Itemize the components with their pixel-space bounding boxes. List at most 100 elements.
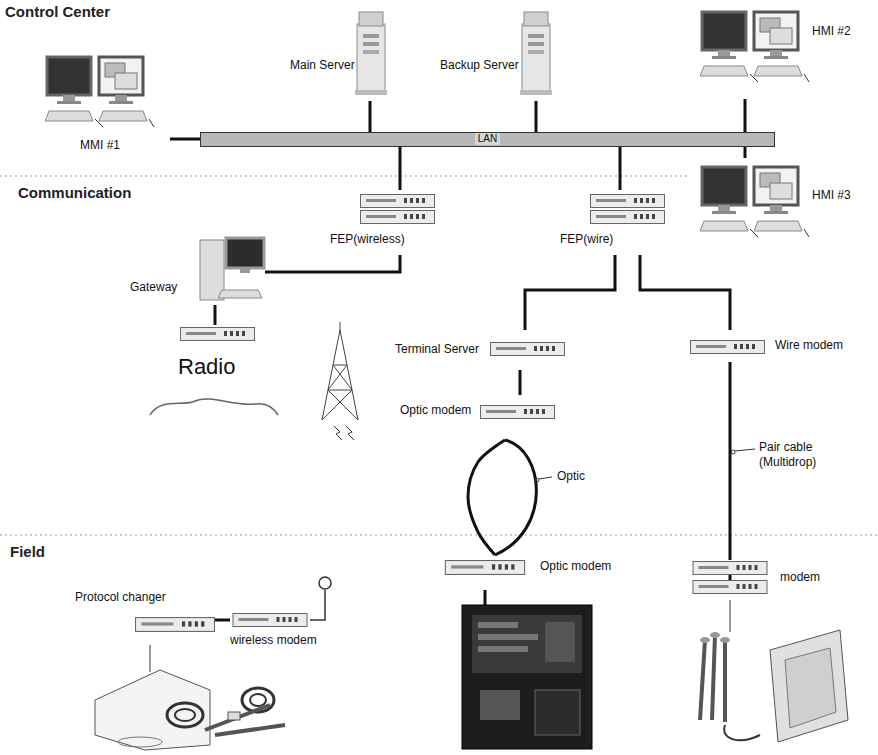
cable-label: Optic: [555, 469, 587, 484]
device-label: wireless modem: [230, 633, 317, 648]
insulator: [700, 637, 710, 643]
workstation-icon: [45, 57, 154, 127]
cable-line: [369, 101, 372, 132]
section-label: Field: [10, 543, 45, 560]
wire: [150, 645, 151, 672]
gateway-pc: [200, 238, 264, 300]
cabinet-body: [770, 630, 848, 742]
cable-line: [744, 99, 747, 132]
server-icon: [355, 12, 387, 95]
device-label: Radio: [178, 359, 235, 374]
device-node: Main Server: [290, 6, 390, 101]
wireless-modem-icon: [233, 614, 307, 627]
device-node: Backup Server: [440, 6, 552, 101]
cabinet-door: [785, 648, 836, 728]
device-label: Optic modem: [540, 559, 611, 574]
device-label: FEP(wire): [560, 232, 613, 247]
device-label: Main Server: [290, 58, 355, 73]
server-icon: [520, 12, 552, 95]
leader-dot: [731, 450, 735, 454]
tag: [228, 712, 240, 720]
cable: [724, 725, 760, 740]
modem-icon: [445, 561, 524, 575]
cable-coil: [167, 703, 203, 727]
device-label: Wire modem: [775, 338, 843, 353]
wire: [729, 575, 732, 580]
device-label: MMI #1: [80, 138, 120, 153]
terminal-server-icon: [491, 343, 565, 356]
device-node: HMI #3: [700, 158, 875, 248]
workstation-icon: [700, 12, 809, 82]
bushing: [700, 635, 725, 722]
protocol-changer-icon: [136, 618, 215, 632]
optic-loop: [495, 440, 536, 555]
device-label: HMI #2: [812, 24, 851, 39]
pc-monitor: [226, 238, 264, 268]
section-divider: [0, 535, 878, 536]
pc-tower: [200, 240, 224, 300]
leader-dot: [535, 478, 539, 482]
fep-icon: [591, 195, 665, 208]
panel-row: [478, 622, 518, 628]
cable-line: [535, 101, 538, 132]
insulator: [720, 637, 730, 643]
device-node: Gateway: [100, 235, 265, 305]
cable-coil: [175, 709, 195, 721]
panel-block: [535, 690, 580, 735]
device-node: modem: [690, 560, 830, 600]
device-label: modem: [780, 570, 820, 585]
cable-line: [619, 147, 622, 190]
cable-line: [214, 305, 217, 325]
cable: [205, 705, 285, 735]
wire: [730, 600, 731, 632]
device-node: wireless modem: [230, 605, 340, 650]
modem-icon: [691, 341, 765, 354]
cable-line: [170, 138, 200, 141]
cable-label: Pair cable (Multidrop): [757, 440, 853, 470]
panel-block: [545, 622, 575, 662]
insulator: [710, 632, 720, 638]
device-label: Optic modem: [400, 403, 471, 418]
modem-icon: [693, 562, 767, 575]
radio-device: [181, 328, 255, 341]
meter-body: [95, 670, 210, 750]
fep-icon: [361, 211, 435, 224]
device-node: MMI #1: [40, 50, 170, 160]
device-node: HMI #2: [700, 4, 875, 99]
workstation-icon: [700, 167, 809, 237]
device-node: Terminal Server: [395, 330, 565, 370]
cabinet-panel: [472, 615, 582, 673]
modem-icon: [693, 581, 767, 594]
radio-tower: [322, 322, 358, 440]
cable-coil: [250, 694, 266, 706]
device-node: Optic modem: [440, 555, 640, 590]
lan-bus: LAN: [200, 132, 775, 147]
device-node: Optic modem: [400, 395, 560, 440]
fep-icon: [591, 211, 665, 224]
device-label: Backup Server: [440, 58, 519, 73]
device-label: Gateway: [130, 280, 177, 295]
device-label: Terminal Server: [395, 342, 479, 357]
device-label: Protocol changer: [75, 590, 166, 605]
section-label: Control Center: [5, 3, 110, 20]
cable-line: [729, 362, 732, 560]
section-divider: [0, 176, 690, 177]
field-meter: [95, 645, 285, 750]
panel-row: [478, 646, 528, 652]
device-node: Radio: [140, 325, 280, 415]
cable-line: [265, 255, 400, 272]
tower-lattice: [322, 322, 358, 420]
device-label: HMI #3: [812, 188, 851, 203]
cable-line: [525, 255, 615, 330]
radio-wave: [334, 426, 354, 440]
radio-cloud: [150, 399, 278, 415]
cable-line: [640, 255, 730, 330]
device-node: Protocol changer: [75, 590, 215, 645]
leader-line: [539, 477, 552, 479]
modem-icon: [481, 406, 555, 419]
cabinet-body: [462, 605, 592, 749]
cable-line: [468, 440, 505, 555]
cable-line: [744, 147, 747, 158]
cable-line: [399, 147, 402, 190]
